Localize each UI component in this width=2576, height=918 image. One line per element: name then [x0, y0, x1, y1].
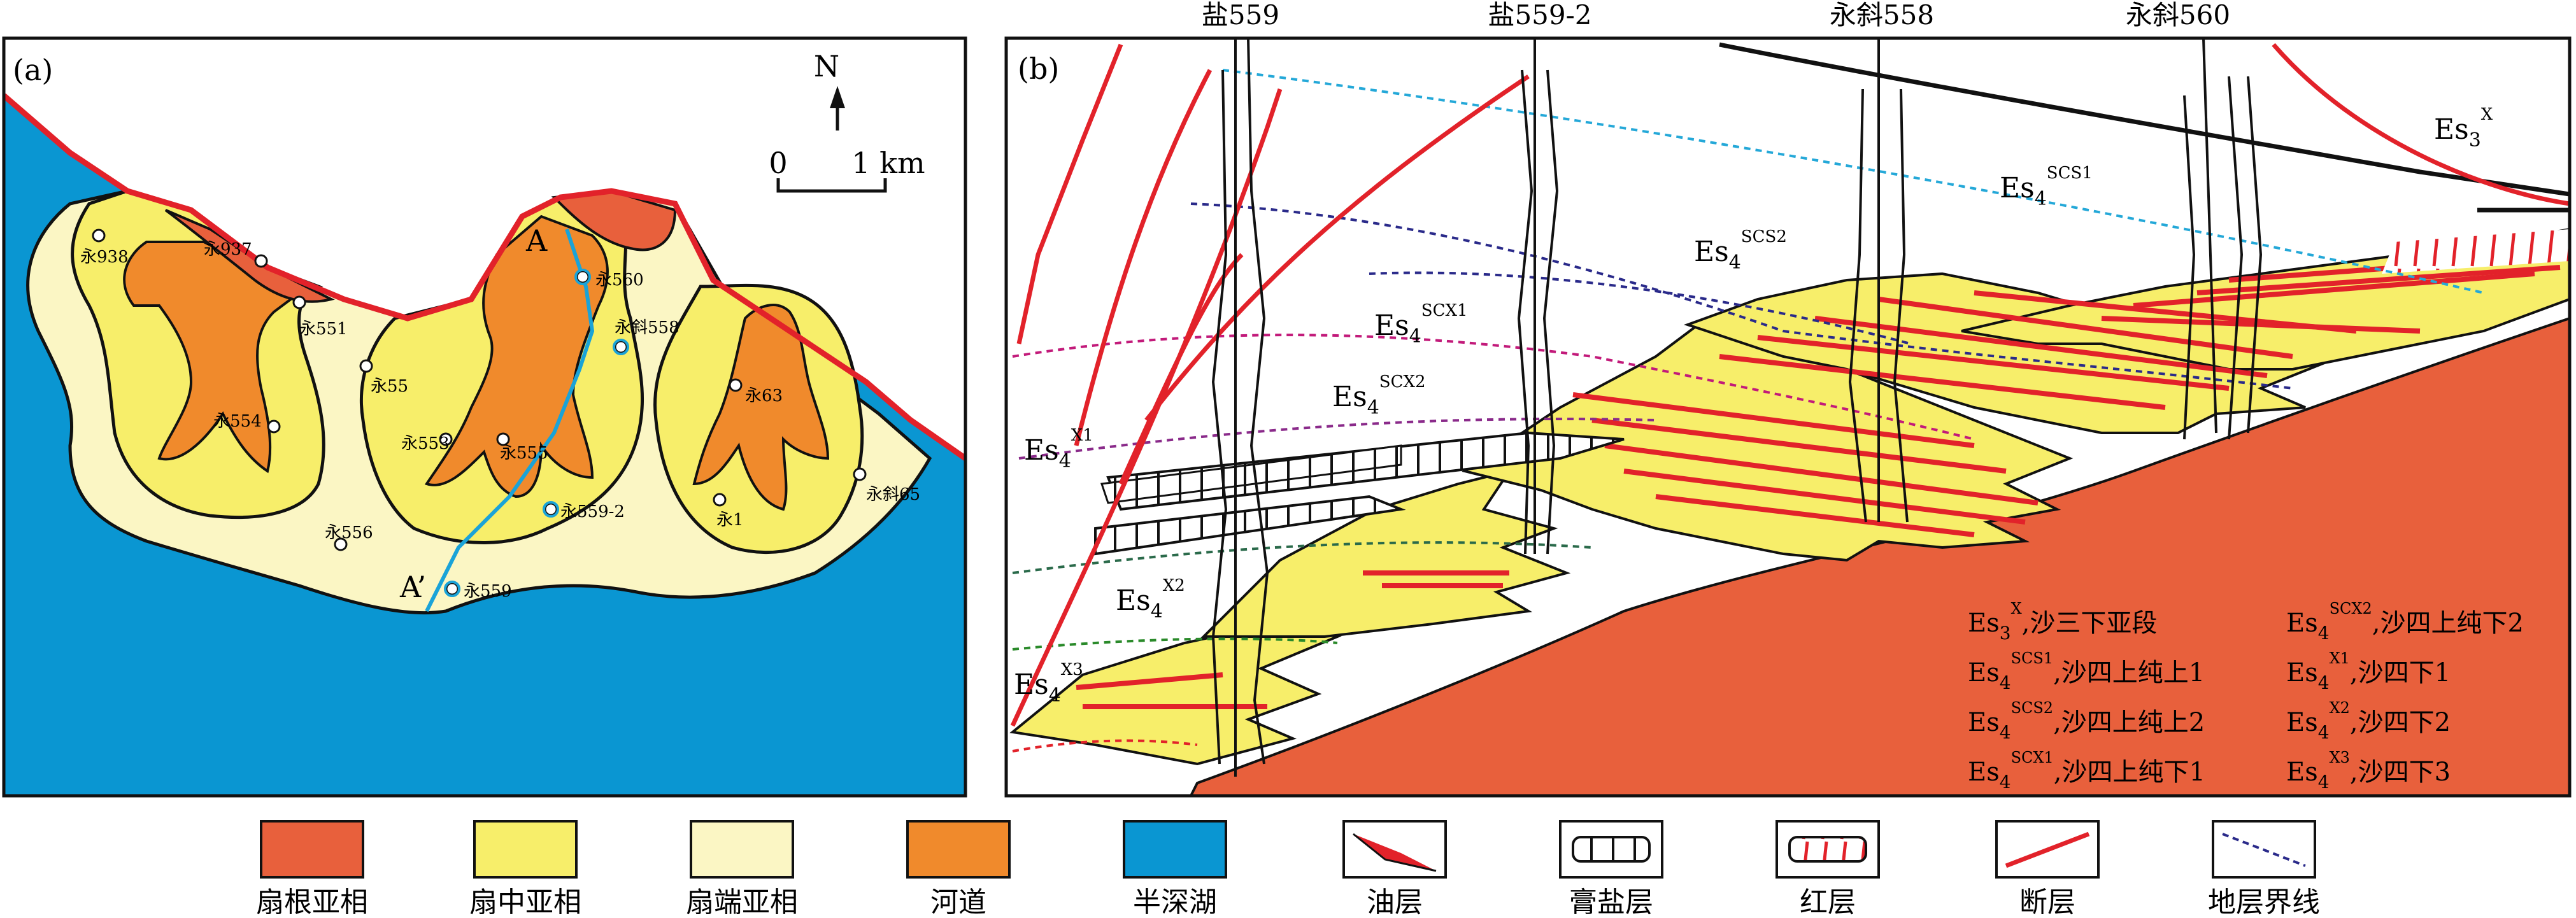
panel-b-frame — [1004, 36, 2572, 798]
oil-layers — [1076, 252, 2570, 709]
map-well-label: 永559 — [464, 582, 512, 601]
section-line — [425, 229, 595, 612]
channel-centre — [424, 215, 609, 498]
map-well-label: 永555 — [500, 444, 548, 463]
section-well-markers — [444, 269, 629, 597]
legend-red-bed-icon — [1788, 836, 1867, 863]
legend-label: 油层 — [1367, 886, 1423, 918]
map-well-label: 永560 — [595, 271, 644, 290]
legend-label: 地层界线 — [2208, 886, 2320, 918]
map-well-label: 永55 — [371, 377, 408, 396]
well-logs — [1211, 38, 2263, 777]
legend-label: 扇中亚相 — [469, 886, 581, 918]
section-well-label: 盐559-2 — [1488, 0, 1591, 31]
map-well-label: 永1 — [716, 511, 744, 530]
legend-label: 膏盐层 — [1569, 886, 1653, 918]
legend-swatches — [260, 820, 2316, 879]
unit-label-x2: Es4X2 — [1116, 576, 1185, 623]
north-label: N — [814, 49, 839, 83]
fan-middle-lobe-1 — [1009, 622, 1342, 766]
legend-label: 红层 — [1800, 886, 1856, 918]
section-start-label: A — [525, 223, 548, 258]
legend-oil-layer-icon — [1353, 833, 1437, 872]
top-unconformity — [1719, 42, 2570, 197]
legend-gypsum-salt-icon — [1572, 836, 1651, 863]
unit-key: Es3X,沙三下亚段 Es4SCS1,沙四上纯上1 Es4SCS2,沙四上纯上2… — [1968, 600, 2524, 793]
channel-east — [692, 304, 830, 511]
unit-label-scx2: Es4SCX2 — [1332, 372, 1426, 419]
channel-west — [123, 241, 302, 474]
map-well-label: 永559-2 — [560, 502, 625, 521]
map-well-label: 永556 — [325, 523, 373, 542]
gypsum-salt-layers — [1094, 431, 1625, 556]
fan-root-centre — [551, 189, 677, 251]
map-well-label: 永938 — [80, 248, 129, 267]
scale-zero-label: 0 — [769, 146, 787, 180]
panel-a-map — [4, 38, 965, 796]
section-end-label: A’ — [399, 570, 426, 604]
section-well-label: 盐559 — [1202, 0, 1279, 31]
legend-label: 断层 — [2019, 886, 2075, 918]
legend-fault-icon — [2005, 831, 2090, 868]
stratigraphic-unit-labels: Es3X Es4SCS1 Es4SCS2 Es4SCX1 Es4SCX2 Es4… — [1014, 105, 2493, 707]
map-well-label: 永斜65 — [866, 485, 920, 504]
map-well-label: 永63 — [745, 386, 783, 406]
panel-a-label: (a) — [13, 53, 53, 87]
red-beds — [2382, 229, 2570, 274]
map-well-labels: 永938 永937 永551 永554 永55 永553 永555 永560 永… — [80, 240, 920, 601]
legend-label: 半深湖 — [1133, 886, 1217, 918]
map-well-label: 永553 — [401, 434, 450, 453]
scale-end-label: 1 km — [851, 146, 925, 180]
unit-label-scs1: Es4SCS1 — [2000, 164, 2093, 210]
map-well-label: 永554 — [213, 412, 262, 431]
north-arrow-icon — [830, 86, 845, 131]
unit-label-s3x: Es3X — [2434, 105, 2493, 152]
panel-b-label: (b) — [1018, 52, 1059, 86]
section-well-label: 永斜560 — [2126, 0, 2230, 31]
unit-label-x1: Es4X1 — [1024, 426, 1093, 472]
legend-label: 扇端亚相 — [686, 886, 798, 918]
map-well-label: 永551 — [299, 320, 348, 339]
unit-label-scx1: Es4SCX1 — [1374, 301, 1468, 348]
panel-b-section — [1006, 38, 2570, 796]
unit-label-x3: Es4X3 — [1014, 660, 1083, 707]
map-well-label: 永斜558 — [615, 318, 680, 337]
legend-label: 河道 — [930, 886, 986, 918]
legend-boundary-icon — [2222, 833, 2306, 867]
legend-label: 扇根亚相 — [256, 886, 368, 918]
fault-shoreline — [4, 93, 965, 461]
map-well-label: 永937 — [204, 240, 252, 259]
scale-bar — [776, 178, 887, 193]
unit-label-scs2: Es4SCS2 — [1694, 227, 1787, 274]
fan-middle-lobe-4 — [1683, 272, 2325, 434]
section-well-label: 永斜558 — [1830, 0, 1934, 31]
panel-a-frame — [2, 36, 967, 798]
legend-labels: 扇根亚相 扇中亚相 扇端亚相 河道 半深湖 油层 膏盐层 红层 断层 地层界线 — [256, 886, 2320, 918]
